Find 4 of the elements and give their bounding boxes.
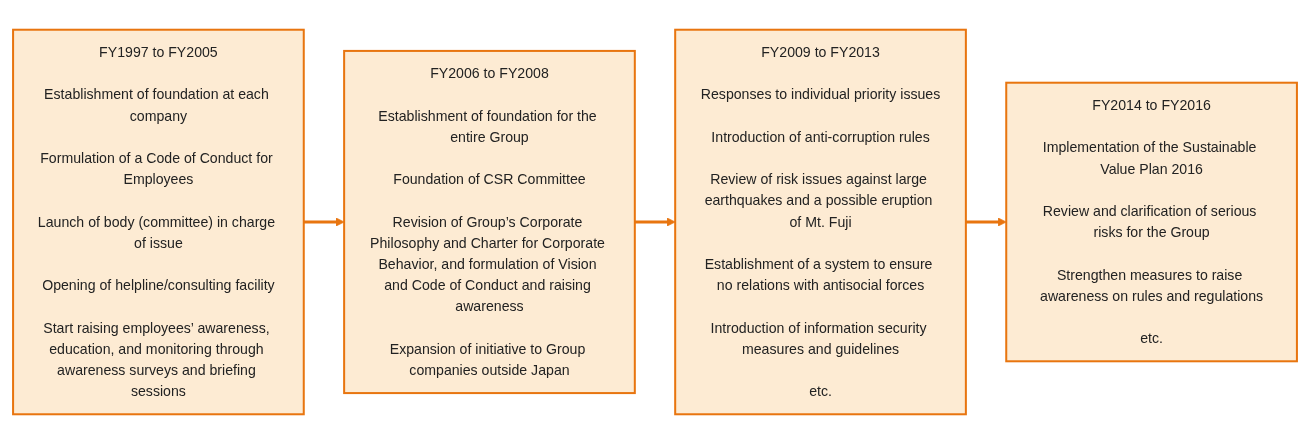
- node-box: FY1997 to FY2005 Establishment of foundation at each company Formulation of a Code of Conduct for Employees Launch of body (committee) in charge of issue Opening of helpline/consulting facility Start raising employees’ awareness, education, and monitoring through awareness surveys and briefing sessions: [11, 28, 305, 416]
- node-box: FY2009 to FY2013 Responses to individual priority issues Introduction of anti-corruption rules Review of risk issues against large earthquakes and a possible eruption of Mt. Fuji Establishment of a system to ensure no relations with antisocial forces Introduction of information security measures and guidelines etc.: [673, 28, 967, 416]
- node-box: FY2014 to FY2016 Implementation of the Sustainable Value Plan 2016 Review and clarification of serious risks for the Group Strengthen measures to raise awareness on rules and regulations etc.: [1004, 81, 1298, 363]
- node-box: FY2006 to FY2008 Establishment of foundation for the entire Group Foundation of CSR Committee Revision of Group’s Corporate Philosophy and Charter for Corporate Behavior, and formulation of Vision and Code of Conduct and raising awareness Expansion of initiative to Group companies outside Japan: [342, 49, 636, 395]
